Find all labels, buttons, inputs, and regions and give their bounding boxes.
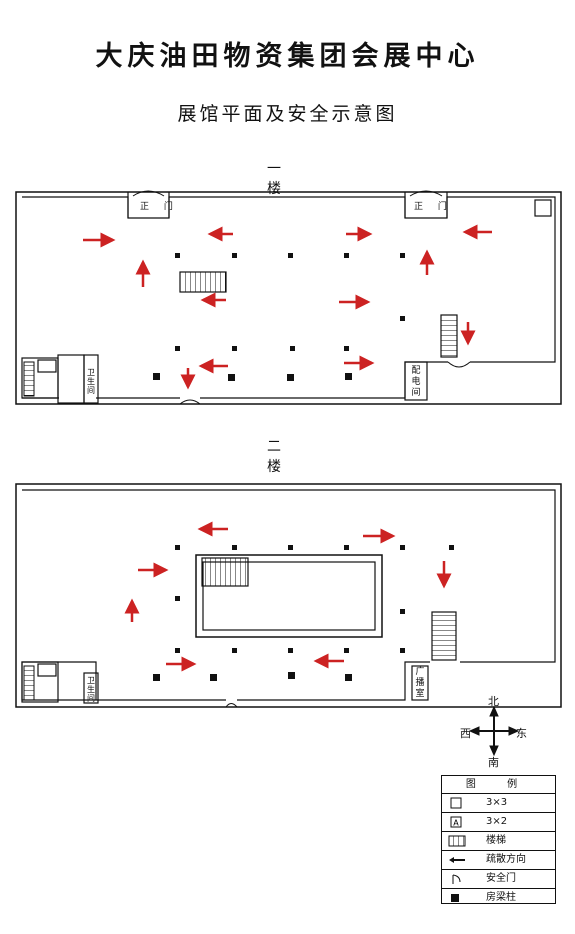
floor1-inner-wall	[22, 196, 556, 399]
column-icon	[345, 373, 352, 380]
legend-row: A 3×2	[442, 813, 555, 832]
column-icon	[344, 648, 349, 653]
compass-north: 北	[488, 695, 499, 708]
filled-square-icon	[451, 894, 459, 902]
floor1-outer-wall	[15, 191, 562, 405]
column-icon	[153, 674, 160, 681]
floor2-broadcast-room-label: 广播室	[415, 667, 425, 699]
column-icon	[232, 346, 237, 351]
floor2-inner-wall	[21, 489, 556, 701]
page-subtitle: 展馆平面及安全示意图	[177, 103, 398, 125]
column-icon	[400, 648, 405, 653]
floor2-columns	[153, 545, 454, 681]
floor1-restroom-label: 卫生间	[87, 368, 95, 395]
legend-row: 3×3	[442, 794, 555, 813]
floor1-evacuation-arrows	[83, 224, 492, 390]
floor2-evacuation-arrows	[124, 521, 452, 672]
compass-south: 南	[488, 756, 499, 769]
column-icon	[232, 545, 237, 550]
legend-row: 楼梯	[442, 832, 555, 851]
compass-east: 东	[516, 727, 527, 740]
floor2-restroom-label: 卫生间	[87, 676, 95, 703]
column-icon	[400, 545, 405, 550]
column-icon	[175, 596, 180, 601]
floor1-stairs-icon-right	[440, 314, 458, 358]
compass-icon	[468, 705, 520, 757]
column-icon	[345, 674, 352, 681]
column-icon	[400, 316, 405, 321]
svg-text:A: A	[453, 819, 459, 828]
floor2-label: 二 楼	[267, 439, 313, 475]
arrow-left-icon	[449, 857, 465, 863]
column-icon	[344, 346, 349, 351]
floor1-power-room-label: 配电间	[411, 366, 421, 398]
column-icon	[175, 648, 180, 653]
legend-label: 安全门	[486, 873, 516, 884]
stairs-icon	[448, 835, 466, 847]
floor1-label: 一 楼	[267, 161, 313, 197]
column-icon	[288, 253, 293, 258]
floor2-plan	[15, 483, 562, 708]
legend-row: 安全门	[442, 870, 555, 889]
legend-label: 疏散方向	[486, 854, 526, 865]
column-icon	[288, 648, 293, 653]
floor1-stairs-icon-center	[179, 271, 227, 293]
floor2-outer-wall	[15, 483, 562, 708]
legend-label: 房梁柱	[486, 892, 516, 903]
floor1-plan	[15, 190, 562, 405]
column-icon	[288, 545, 293, 550]
column-icon	[175, 545, 180, 550]
column-icon	[288, 672, 295, 679]
floor1-square-outline-icon	[534, 199, 552, 217]
legend-label: 楼梯	[486, 835, 506, 846]
column-icon	[232, 648, 237, 653]
legend-label: 3×3	[486, 797, 508, 808]
column-icon	[400, 253, 405, 258]
square-a-icon: A	[450, 816, 462, 828]
column-icon	[344, 253, 349, 258]
square-outline-icon	[450, 797, 462, 809]
safety-door-icon	[452, 874, 461, 884]
legend-header: 图 例	[442, 776, 555, 794]
column-icon	[210, 674, 217, 681]
page-title: 大庆油田物资集团会展中心	[95, 41, 480, 72]
column-icon	[344, 545, 349, 550]
compass-west: 西	[460, 727, 471, 740]
column-icon	[228, 374, 235, 381]
column-icon	[175, 253, 180, 258]
floor2-atrium-outer	[195, 554, 383, 638]
floor1-gate-right-label: 正 门	[414, 202, 453, 212]
column-icon	[290, 346, 295, 351]
floor1-safety-door-icon	[179, 399, 201, 405]
column-icon	[400, 609, 405, 614]
legend-label: 3×2	[486, 816, 508, 827]
floor1-safety-door-icon	[132, 190, 443, 197]
floor1-stairs-icon-left	[23, 361, 35, 397]
floor2-stairs-icon-left	[23, 665, 35, 701]
column-icon	[232, 253, 237, 258]
legend-row: 疏散方向	[442, 851, 555, 870]
floor2-stairs-icon-center	[201, 557, 249, 587]
floor1-gate-left-label: 正 门	[140, 202, 179, 212]
column-icon	[287, 374, 294, 381]
floor1-safety-door-icon	[447, 361, 471, 368]
column-icon	[449, 545, 454, 550]
legend-row: 房梁柱	[442, 889, 555, 907]
column-icon	[175, 346, 180, 351]
floor2-atrium-inner	[202, 561, 376, 631]
floor1-columns	[153, 253, 405, 381]
floor2-stairs-icon-right	[431, 611, 457, 661]
legend: 图 例 3×3 A 3×2 楼梯 疏散方向 安全门 房梁柱	[441, 775, 556, 904]
floor2-safety-door-icon	[225, 703, 238, 708]
column-icon	[153, 373, 160, 380]
